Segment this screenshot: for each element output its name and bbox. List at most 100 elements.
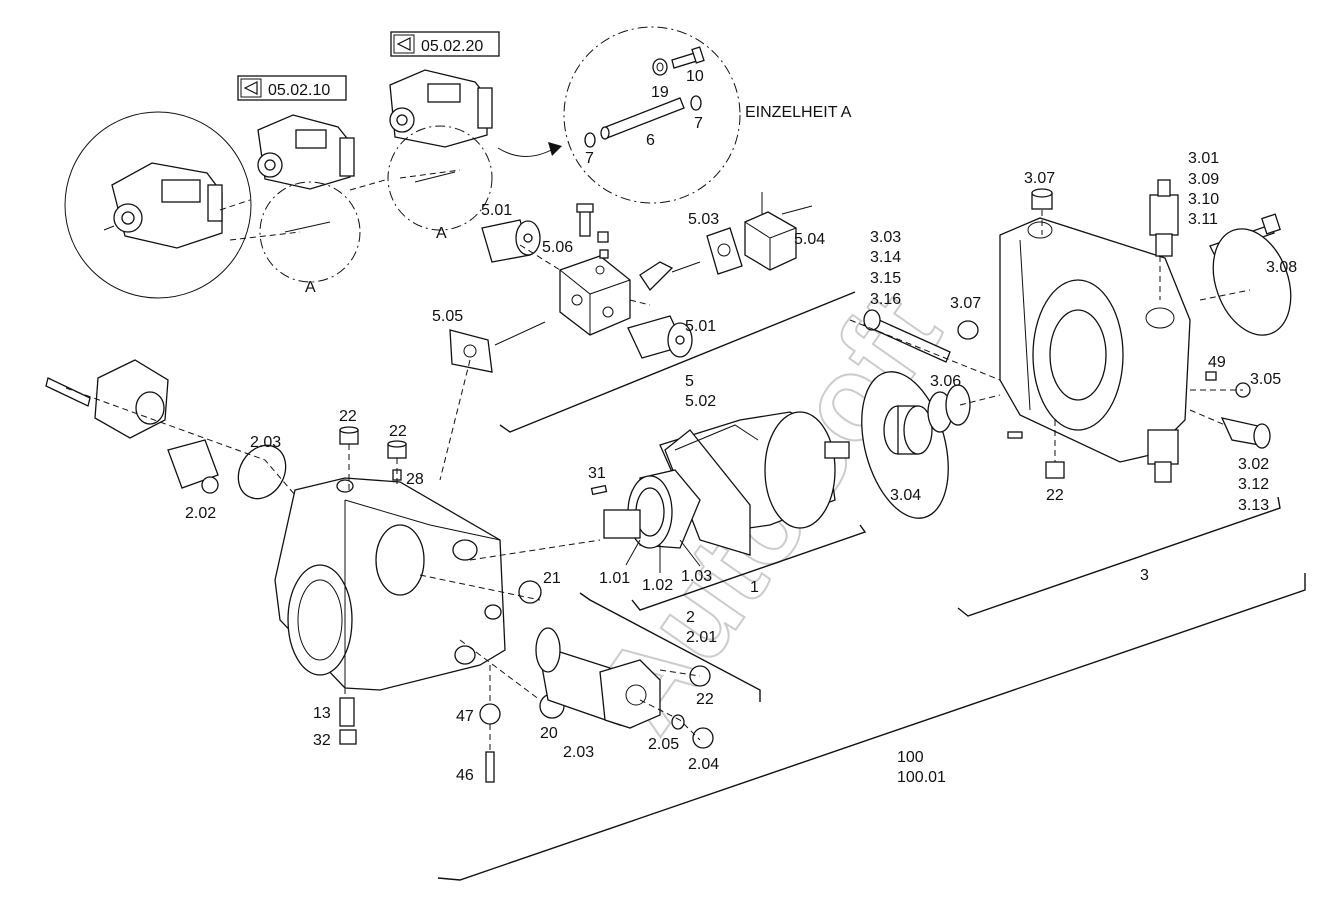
flange-2-02 [45,359,169,439]
plug [599,249,609,259]
detail-title: EINZELHEIT A [745,104,852,121]
assembly-label-2: 2 [686,609,695,626]
assembly-label-3-15: 3.15 [870,270,901,287]
assembly-label-100: 100 [897,749,924,766]
plug-3-07 [957,320,979,340]
o-ring-2-03 [237,444,287,500]
section-letter-a-1: A [305,279,316,296]
part-label: 1.03 [681,568,712,585]
assembly-label-100-01: 100.01 [897,769,946,786]
bracket-group-3 [957,496,1281,617]
pin-13 [339,697,355,727]
detail-circle-a-2 [387,125,493,231]
part-label: 3.04 [890,487,921,504]
pin-31 [590,484,608,496]
part-label: 22 [339,408,357,425]
bushing-3-06 [927,384,971,433]
plug-47 [479,703,501,725]
assembly-label-3-13: 3.13 [1238,497,1269,514]
plug [597,231,609,243]
pump-overview-circle [64,111,252,299]
page-arrow-icon [396,37,411,51]
cover-5-04 [744,192,813,271]
bracket-group-100 [437,573,1306,881]
part-label: 22 [696,691,714,708]
part-label: 28 [406,471,424,488]
part-label: 3.07 [950,295,981,312]
o-ring-7 [690,95,702,111]
screw-5-06 [576,203,594,237]
reference-label: 05.02.10 [268,82,330,99]
assembly-label-3-10: 3.10 [1188,191,1219,208]
part-label: 3.08 [1266,259,1297,276]
bracket-group-5 [499,291,856,433]
assembly-label-3-16: 3.16 [870,291,901,308]
plug-49 [1205,371,1217,381]
reference-05-02-10[interactable]: 05.02.10 [237,75,347,101]
part-label: 5.01 [481,202,512,219]
assembly-label-3-11: 3.11 [1188,211,1218,228]
o-ring-7 [584,132,596,148]
part-label: 5.03 [688,211,719,228]
assembly-label-5-02: 5.02 [685,393,716,410]
pump-housing-2 [274,477,506,691]
screw-10 [671,46,705,69]
plug-2-04 [692,727,714,749]
part-label: 7 [694,115,703,132]
part-label: 5.01 [685,318,716,335]
part-label: 5.06 [542,239,573,256]
part-label: 3.05 [1250,371,1281,388]
part-label: 21 [543,570,561,587]
washer-19 [652,58,668,76]
arrow-icon [548,142,562,156]
assembly-label-3-02: 3.02 [1238,456,1269,473]
page-arrow-icon [243,81,258,95]
port-plate-3 [999,217,1191,483]
clip [639,261,674,292]
part-label: 2.03 [563,744,594,761]
pin-6 [600,97,685,140]
part-label: 3.06 [930,373,961,390]
part-label: 13 [313,705,331,722]
plug-21 [518,580,542,604]
assembly-label-2-01: 2.01 [686,629,717,646]
o-ring-2-05 [671,714,685,730]
part-label: 47 [456,708,474,725]
part-label: 7 [585,150,594,167]
detail-arrow [497,147,556,157]
part-label: 3.07 [1024,170,1055,187]
o-ring-3-08 [1212,228,1292,336]
pin [1007,431,1023,439]
control-cylinder-2-03 [535,627,661,729]
valve-block-5 [559,255,631,336]
pump-thumbnail-large [103,162,223,249]
plug-22-a [339,426,359,445]
assembly-label-3-01: 3.01 [1188,150,1219,167]
part-label: 19 [651,84,669,101]
reference-05-02-20[interactable]: 05.02.20 [390,31,500,57]
gasket-5-05 [449,321,546,373]
rotating-group-1 [603,411,850,556]
plug-3-07-top [1031,188,1053,210]
plug-22-b [387,440,407,459]
assembly-label-5: 5 [685,373,694,390]
part-label: 1.02 [642,577,673,594]
detail-a-shaft-2 [414,171,456,183]
gasket-5-03 [706,227,743,275]
solenoid-5-01-lower [627,315,693,359]
bracket-group-2 [579,592,761,702]
bracket-group-1 [631,524,867,611]
valve-2-02 [167,439,219,494]
valve-cartridge-3-01 [1149,179,1179,257]
assembly-label-3-09: 3.09 [1188,171,1219,188]
part-label: 49 [1208,354,1226,371]
part-label: 10 [686,68,704,85]
solenoid-5-01-upper [481,219,541,263]
detail-a: EINZELHEIT A 10 19 7 6 7 [497,26,852,204]
part-label: 1.01 [599,570,630,587]
detail-circle-a-1 [259,181,361,283]
pump-thumbnail-right [389,69,493,148]
part-label: 22 [389,423,407,440]
spring [671,261,701,273]
